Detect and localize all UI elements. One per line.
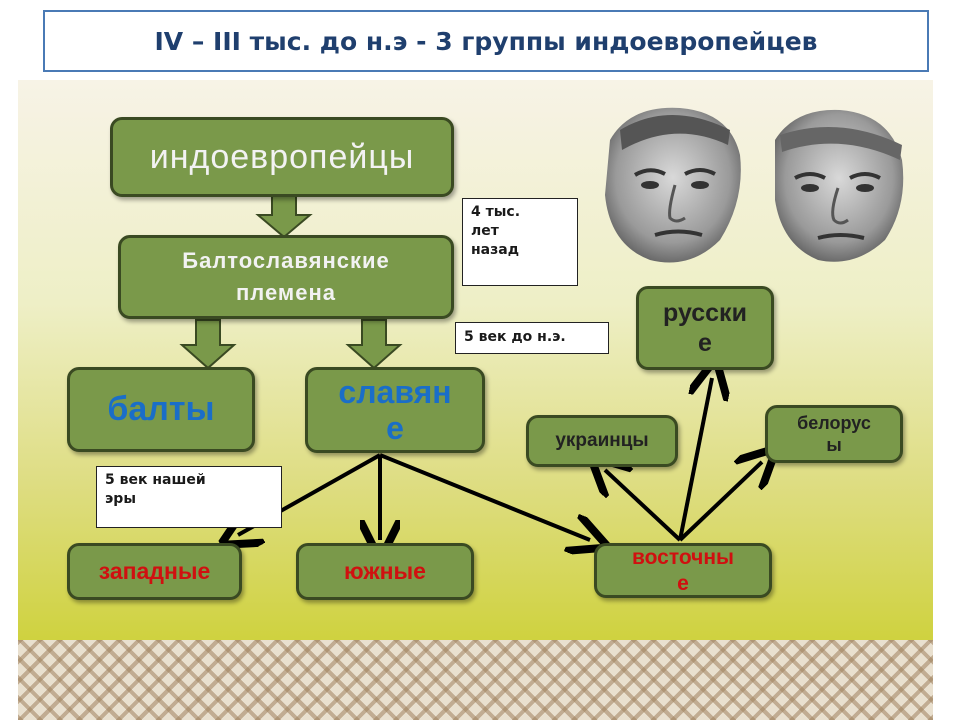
node-balts: балты: [67, 367, 255, 452]
node-southern: южные: [296, 543, 474, 600]
node-baltoslavic: Балтославянские племена: [118, 235, 454, 319]
node-eastern-label: восточны е: [632, 545, 734, 595]
note-4-thousand-years: 4 тыс. лет назад: [462, 198, 578, 286]
node-russians-label: русски е: [663, 299, 747, 357]
node-belarusians-label: белорус ы: [797, 413, 871, 455]
note-5th-century-bc: 5 век до н.э.: [455, 322, 609, 354]
face-left: [605, 107, 741, 263]
arrow-to-ukrainians: [605, 470, 682, 542]
title-box: IV – III тыс. до н.э - 3 группы индоевро…: [43, 10, 929, 72]
node-balts-label: балты: [107, 390, 215, 428]
block-arrow-indoeuropeans-to-baltoslavic: [255, 194, 313, 239]
note-5th-century-ad: 5 век нашей эры: [96, 466, 282, 528]
node-slavs-label: славян е: [338, 374, 452, 446]
slide-title: IV – III тыс. до н.э - 3 группы индоевро…: [154, 26, 818, 56]
block-arrow-to-balts: [179, 319, 237, 370]
node-belarusians: белорус ы: [765, 405, 903, 463]
block-arrow-to-slavs: [345, 319, 403, 370]
node-slavs: славян е: [305, 367, 485, 453]
node-ukrainians-label: украинцы: [555, 430, 649, 451]
face-right: [775, 109, 904, 262]
node-russians: русски е: [636, 286, 774, 370]
node-eastern: восточны е: [594, 543, 772, 598]
arrow-to-eastern: [379, 453, 590, 540]
node-indoeuropeans-label: индоевропейцы: [149, 137, 415, 176]
node-western-label: западные: [98, 558, 211, 584]
reconstructed-faces-image: [605, 107, 904, 263]
arrow-to-russians: [678, 378, 712, 541]
ornament-border: [18, 640, 933, 720]
node-western: западные: [67, 543, 242, 600]
node-indoeuropeans: индоевропейцы: [110, 117, 454, 197]
node-baltoslavic-label: Балтославянские племена: [182, 248, 390, 305]
node-southern-label: южные: [344, 558, 426, 584]
node-ukrainians: украинцы: [526, 415, 678, 467]
arrow-to-belarusians: [678, 462, 762, 542]
